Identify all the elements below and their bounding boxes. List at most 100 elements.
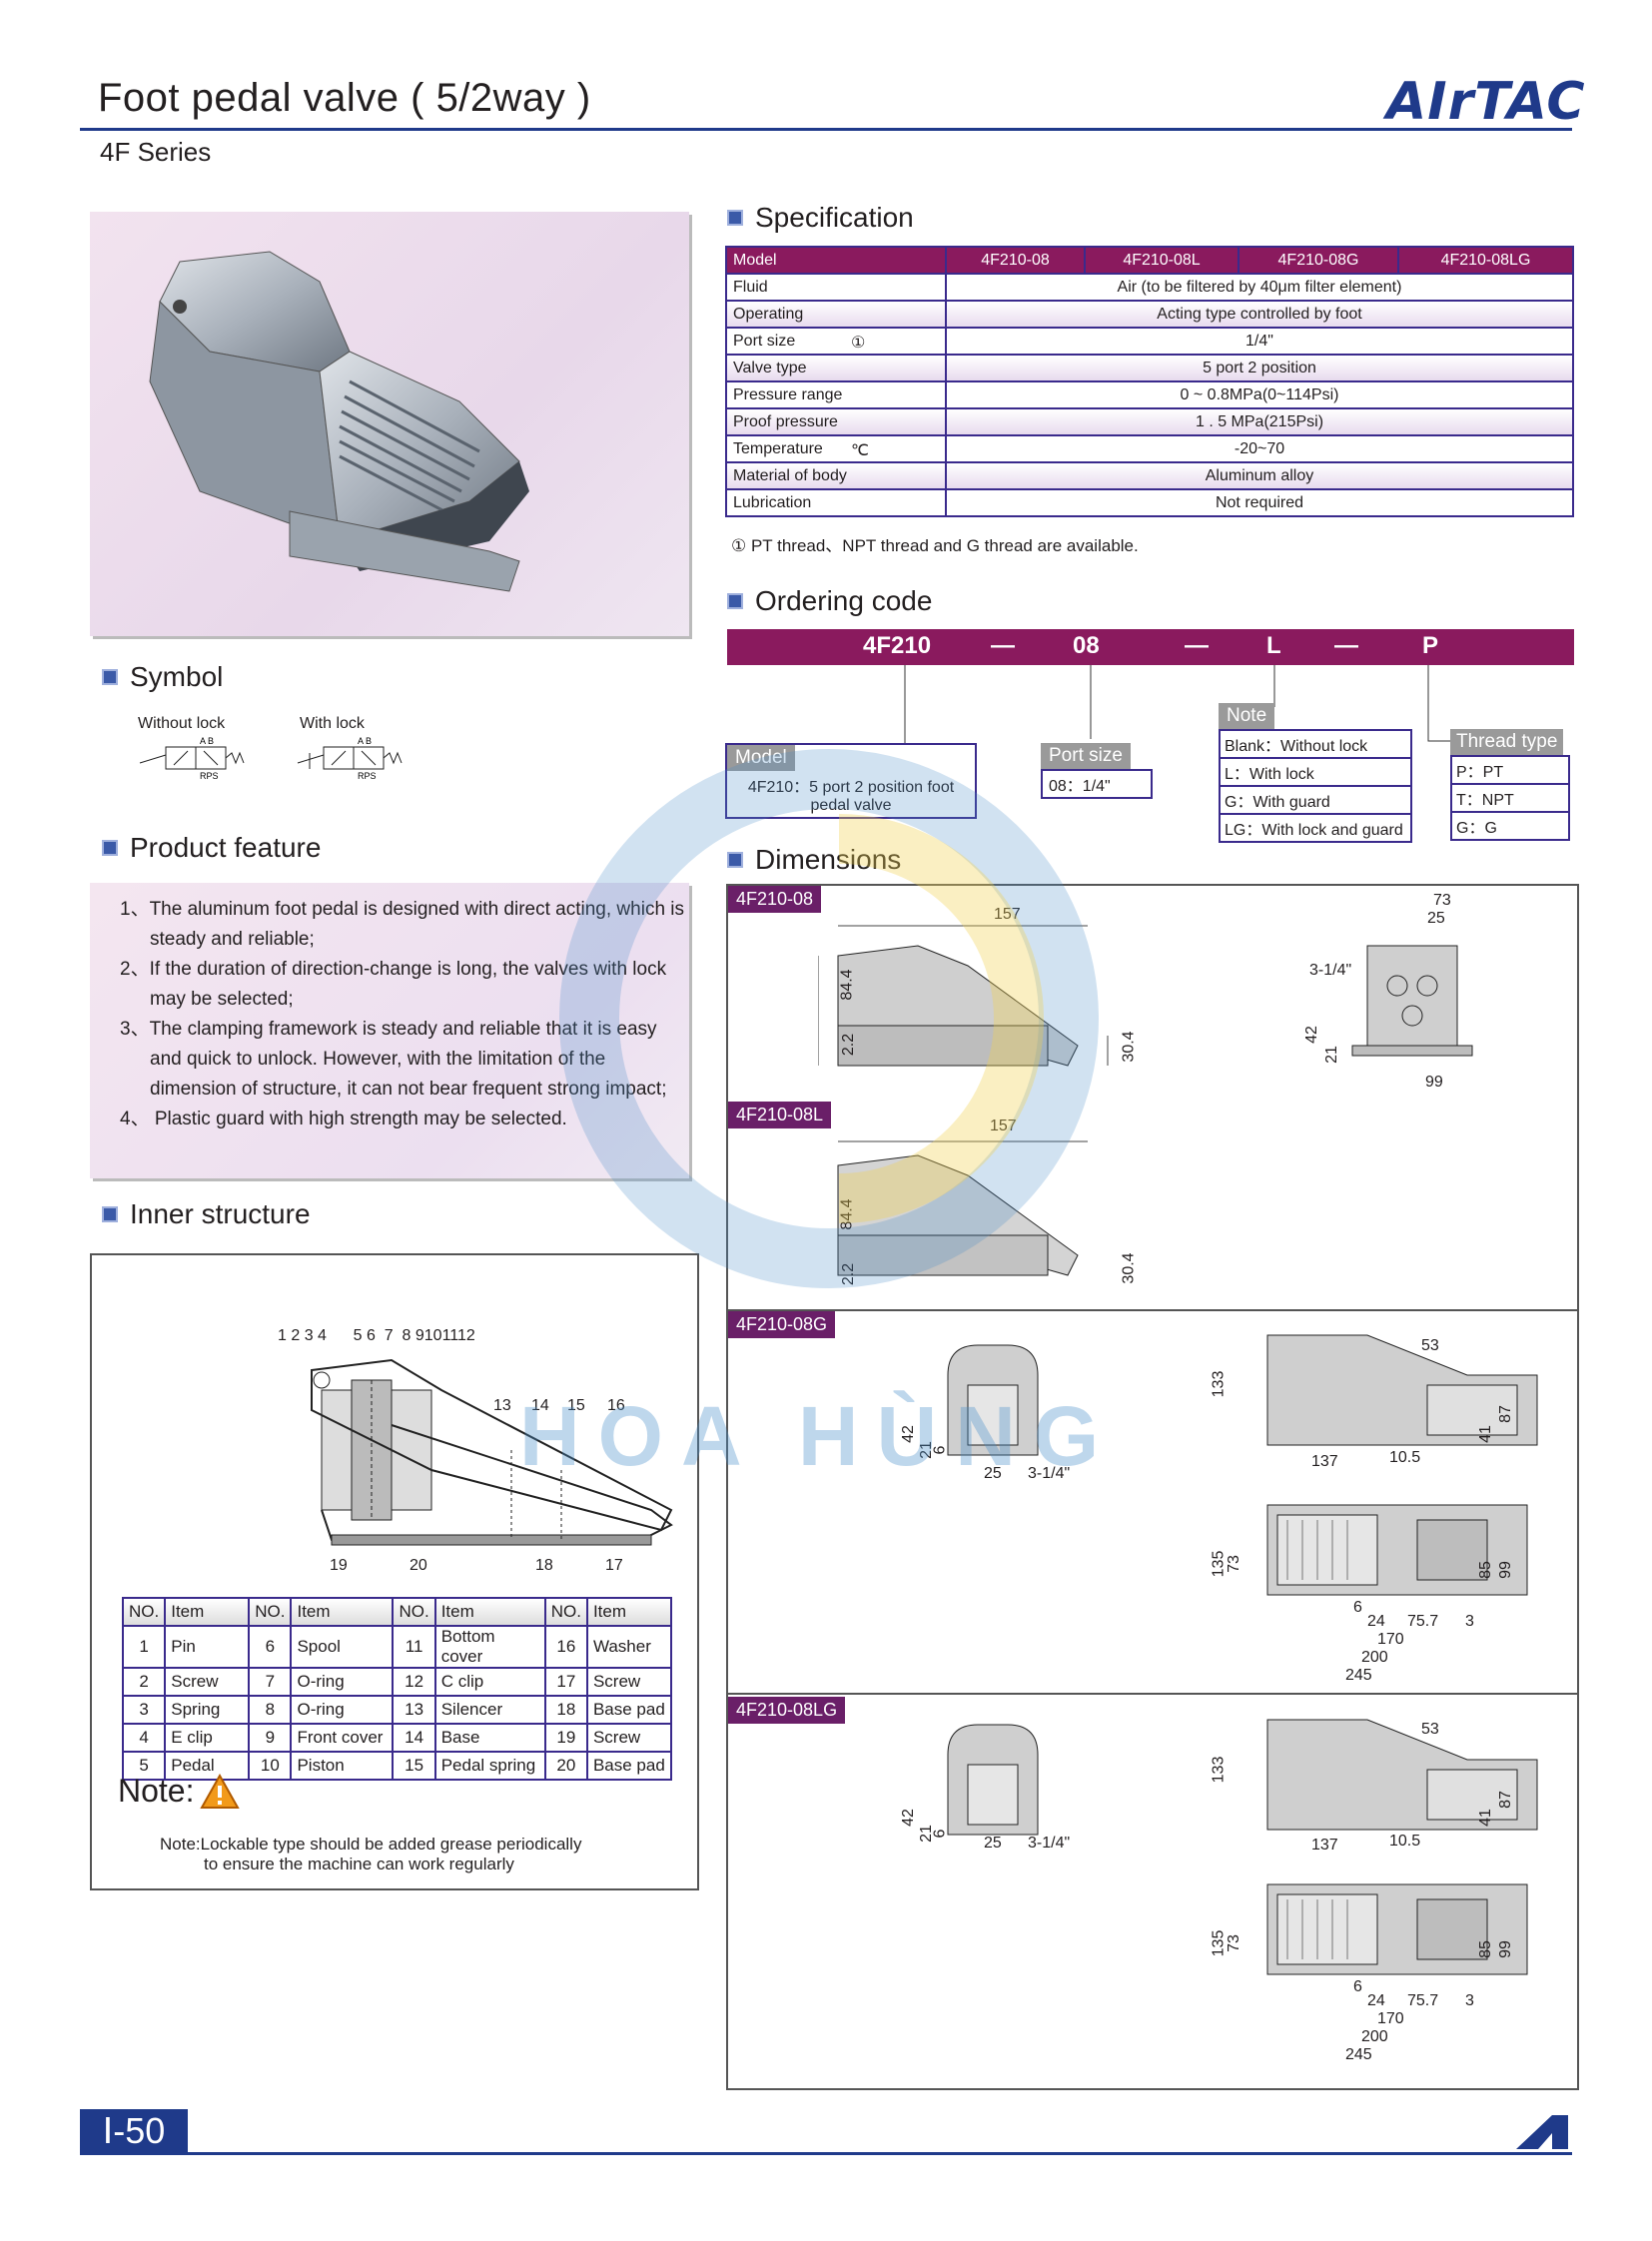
- dim-08g-w53: 53: [1421, 1337, 1439, 1354]
- parts-cell: 16: [543, 1625, 588, 1669]
- dim-08lg-h6: 6: [931, 1829, 949, 1839]
- parts-cell: Spool: [290, 1625, 395, 1669]
- parts-cell: 10: [248, 1751, 293, 1781]
- dim-08g-h73: 73: [1225, 1555, 1242, 1573]
- parts-header-cell: Item: [433, 1597, 546, 1627]
- parts-cell: 17: [543, 1667, 588, 1697]
- parts-header-cell: Item: [164, 1597, 251, 1627]
- dim-08g-h41: 41: [1476, 1425, 1494, 1443]
- inner-structure-heading-text: Inner structure: [130, 1198, 311, 1229]
- dim-08lg-d170: 170: [1377, 2010, 1404, 2027]
- inner-structure-box: 1 2 3 4 5 6 7 8 9101112 13 14 15 16 19 2…: [90, 1253, 699, 1890]
- parts-cell: Pedal spring: [433, 1751, 546, 1781]
- parts-cell: Bottom cover: [433, 1625, 546, 1669]
- dim-08-length: 157: [994, 906, 1021, 923]
- brand-logo: AIrTAC: [1386, 72, 1586, 132]
- parts-cell: Pedal: [164, 1751, 251, 1781]
- callout-19: 19: [330, 1557, 348, 1574]
- spec-header-cell: 4F210-08LG: [1396, 246, 1575, 275]
- code-thread: P: [1422, 632, 1439, 659]
- parts-header-cell: NO.: [121, 1597, 167, 1627]
- spec-footnote: ① PT thread、NPT thread and G thread are …: [731, 536, 1139, 555]
- dim-08lg-h99: 99: [1496, 1940, 1514, 1958]
- drawing-08g-front: [947, 1344, 1039, 1456]
- callout-18: 18: [535, 1557, 553, 1574]
- dim-08l-pedal: 30.4: [1120, 1252, 1138, 1284]
- footer-rule: [80, 2152, 1572, 2155]
- spec-header-cell: 4F210-08: [944, 246, 1087, 275]
- parts-cell: 4: [121, 1723, 167, 1753]
- dim-tag-08g: 4F210-08G: [728, 1311, 836, 1338]
- parts-cell: Front cover: [290, 1723, 395, 1753]
- thread-option: P：PT: [1450, 755, 1570, 785]
- callout-17: 17: [605, 1557, 623, 1574]
- parts-cell: 9: [248, 1723, 293, 1753]
- dim-08l-height: 84.4: [838, 1198, 856, 1230]
- drawing-08-front: [1351, 945, 1473, 1057]
- parts-cell: 7: [248, 1667, 293, 1697]
- specification-heading-text: Specification: [755, 202, 914, 233]
- dim-08lg-h85: 85: [1476, 1940, 1494, 1958]
- spec-value: 1/4": [945, 327, 1574, 356]
- dim-08-h42: 42: [1302, 1026, 1320, 1044]
- specification-heading: Specification: [727, 202, 914, 234]
- parts-cell: Base pad: [585, 1695, 672, 1725]
- spec-label: Fluid: [725, 273, 947, 302]
- product-feature-heading-text: Product feature: [130, 832, 322, 863]
- spec-value: 0 ~ 0.8MPa(0~114Psi): [945, 380, 1574, 409]
- drawing-08lg-side: [1266, 1719, 1538, 1831]
- code-dash: —: [1334, 632, 1358, 659]
- dim-tag-08lg: 4F210-08LG: [728, 1697, 846, 1724]
- dim-08g-d757: 75.7: [1407, 1613, 1439, 1630]
- symbol-ports-bottom: RPS: [200, 771, 219, 781]
- warning-icon: [200, 1773, 241, 1809]
- dimensions-box: 4F210-08 157 84.4 2.2 30.4 73 25 3-1/4" …: [726, 884, 1579, 2090]
- dim-divider: [728, 1693, 1577, 1695]
- section-bullet-icon: [102, 669, 118, 685]
- dim-08lg-h41: 41: [1476, 1809, 1494, 1827]
- dim-08g-port: 3-1/4": [1028, 1465, 1071, 1482]
- spec-value: Aluminum alloy: [945, 461, 1574, 490]
- dim-08lg-w25: 25: [984, 1835, 1002, 1852]
- dim-08lg-port: 3-1/4": [1028, 1835, 1071, 1852]
- parts-cell: 14: [392, 1723, 436, 1753]
- spec-header-cell: 4F210-08G: [1238, 246, 1399, 275]
- dim-08g-h85: 85: [1476, 1561, 1494, 1579]
- brand-mark-icon: [1516, 2115, 1568, 2149]
- dim-08g-d170: 170: [1377, 1631, 1404, 1648]
- symbol-ports-top: A B: [200, 736, 214, 746]
- feature-item: 4、 Plastic guard with high strength may …: [120, 1109, 567, 1129]
- dim-08-h21: 21: [1322, 1046, 1340, 1064]
- parts-cell: Screw: [585, 1723, 672, 1753]
- dim-08lg-w105: 10.5: [1389, 1833, 1421, 1850]
- spec-label: Proof pressure: [725, 407, 947, 436]
- parts-cell: 15: [392, 1751, 436, 1781]
- parts-cell: E clip: [164, 1723, 251, 1753]
- dim-08g-w105: 10.5: [1389, 1449, 1421, 1466]
- spec-mark: ℃: [851, 441, 869, 459]
- foot-pedal-illustration: [149, 251, 529, 592]
- inner-structure-drawing: [311, 1358, 673, 1546]
- drawing-08l-side: [837, 1140, 1088, 1276]
- section-bullet-icon: [727, 852, 743, 868]
- dim-08lg-h87: 87: [1496, 1791, 1514, 1809]
- dim-08lg-d200: 200: [1361, 2028, 1388, 2045]
- ordering-note-box: Note Blank：Without lock L：With lock G：Wi…: [1219, 703, 1412, 843]
- dim-08g-d245: 245: [1345, 1667, 1372, 1684]
- note-option: Blank：Without lock: [1219, 729, 1412, 759]
- parts-cell: 18: [543, 1695, 588, 1725]
- code-dash: —: [1185, 632, 1209, 659]
- dim-08-base: 2.2: [840, 1033, 858, 1057]
- dim-08-height: 84.4: [838, 969, 856, 1001]
- parts-table-header: NO. Item NO. Item NO. Item NO. Item: [121, 1597, 672, 1627]
- parts-cell: 2: [121, 1667, 167, 1697]
- dim-08lg-d757: 75.7: [1407, 1992, 1439, 2009]
- ordering-port-box: Port size 08：1/4": [1041, 743, 1153, 799]
- note-title-text: Note:: [118, 1773, 195, 1809]
- ordering-thread-box: Thread type P：PT T：NPT G：G: [1450, 729, 1570, 841]
